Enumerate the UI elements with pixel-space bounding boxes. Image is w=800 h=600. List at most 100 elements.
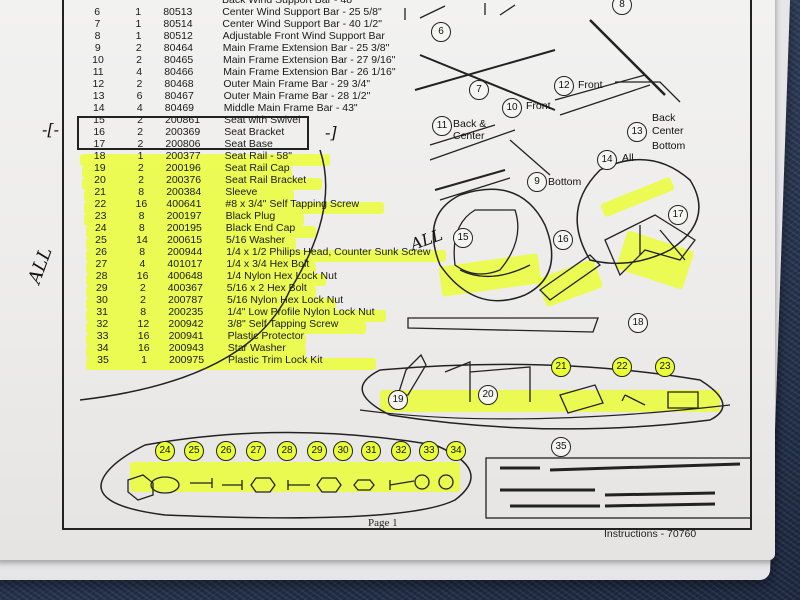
highlight-row-25 [86, 238, 296, 250]
callout-32: 32 [391, 441, 411, 461]
part-number: 200615 [167, 234, 203, 246]
part-description: Plastic Trim Lock Kit [228, 354, 323, 366]
callout-11: 11 [432, 116, 452, 136]
part-number: 80466 [164, 66, 194, 78]
callout-26: 26 [216, 441, 236, 461]
highlight-row-35 [86, 358, 376, 370]
item-number: 17 [93, 138, 106, 150]
item-number: 11 [92, 66, 104, 78]
item-number: 15 [93, 114, 105, 126]
item-number: 19 [93, 162, 106, 174]
callout-9: 9 [527, 172, 547, 192]
item-quantity: 2 [137, 126, 144, 138]
part-number: 200196 [165, 162, 201, 174]
callout-23: 23 [655, 357, 675, 377]
instructions-number: Instructions - 70760 [604, 528, 697, 540]
item-number: 22 [94, 198, 107, 210]
item-quantity: 2 [139, 282, 146, 294]
highlight-row-22 [84, 202, 384, 214]
item-quantity: 2 [138, 174, 144, 186]
part-description: Star Washer [227, 342, 286, 354]
item-quantity: 2 [137, 162, 144, 174]
item-quantity: 16 [136, 270, 149, 282]
part-number: 400641 [166, 198, 202, 210]
item-quantity: 1 [135, 18, 142, 30]
callout-28: 28 [277, 441, 297, 461]
part-description: Back Wind Support Bar - 48" [222, 0, 356, 6]
part-description: Seat Bracket [224, 126, 285, 138]
label-center-13: Center [652, 125, 684, 137]
item-number: 28 [95, 270, 108, 282]
part-number: 80514 [163, 18, 193, 30]
part-description: Main Frame Extension Bar - 27 9/16" [223, 54, 396, 66]
item-quantity: 1 [135, 30, 142, 42]
callout-7: 7 [469, 80, 489, 100]
highlight-small-hardware [130, 462, 460, 492]
callout-21: 21 [551, 357, 571, 377]
part-description: 5/16 x 2 Hex Bolt [226, 282, 307, 294]
label-front-10: Front [526, 100, 551, 112]
part-description: 1/4 x 3/4 Hex Bolt [226, 258, 310, 270]
label-back-13: Back [652, 112, 676, 124]
part-number: 80512 [163, 30, 193, 42]
callout-25: 25 [184, 441, 204, 461]
part-description: #8 x 3/4" Self Tapping Screw [225, 198, 360, 210]
part-description: Seat Rail Cap [224, 162, 290, 174]
part-description: Middle Main Frame Bar - 43" [223, 102, 358, 114]
item-number: 13 [92, 90, 105, 102]
highlight-row-21 [84, 190, 294, 202]
item-number: 10 [92, 54, 104, 66]
item-number: 21 [94, 186, 107, 198]
part-description: Adjustable Front Wind Support Bar [222, 30, 385, 42]
label-back-center-11a: Back & [453, 118, 487, 130]
item-quantity: 4 [139, 258, 146, 270]
part-number: 200975 [169, 354, 205, 366]
callout-24: 24 [155, 441, 175, 461]
part-number: 80465 [164, 54, 194, 66]
item-quantity: 2 [135, 42, 142, 54]
part-description: Outer Main Frame Bar - 29 3/4" [223, 78, 371, 90]
callout-17: 17 [668, 205, 688, 225]
item-quantity: 16 [137, 330, 150, 342]
part-description: 3/8" Self Tapping Screw [227, 318, 339, 330]
item-quantity: 8 [139, 246, 146, 258]
part-number: 200941 [168, 330, 204, 342]
part-description: Center Wind Support Bar - 25 5/8" [222, 6, 382, 18]
part-description: Center Wind Support Bar - 40 1/2" [222, 18, 382, 30]
highlight-row-29 [86, 286, 316, 298]
item-quantity: 6 [136, 90, 143, 102]
callout-12: 12 [554, 76, 574, 96]
part-description: 5/16 Washer [226, 234, 286, 246]
item-number: 33 [96, 330, 109, 342]
item-number: 7 [94, 18, 101, 30]
item-quantity: 1 [137, 150, 144, 162]
item-number: 12 [92, 78, 105, 90]
highlight-row-28 [86, 274, 326, 286]
label-front-12: Front [578, 79, 603, 91]
callout-34: 34 [446, 441, 466, 461]
highlight-hardware-row [380, 390, 720, 412]
item-quantity: 2 [140, 294, 146, 306]
highlight-row-20 [82, 178, 322, 190]
highlight-row-27 [86, 262, 316, 274]
item-quantity: 4 [136, 102, 143, 114]
part-number: 80467 [164, 90, 194, 102]
item-quantity: 16 [135, 198, 148, 210]
part-number: 200384 [166, 186, 202, 198]
item-quantity: 16 [137, 342, 150, 354]
item-number: 32 [96, 318, 109, 330]
highlight-row-18 [80, 154, 330, 166]
highlight-row-19 [82, 166, 292, 178]
part-number: 400367 [167, 282, 203, 294]
part-description: Black Plug [225, 210, 276, 222]
part-description: Seat Rail Bracket [225, 174, 307, 186]
part-number: 80513 [163, 6, 193, 18]
highlight-row-31 [86, 310, 386, 322]
item-number: 34 [96, 342, 109, 354]
part-description: Sleeve [225, 186, 258, 198]
item-number: 8 [94, 30, 101, 42]
item-number: 27 [95, 258, 108, 270]
item-quantity: 2 [137, 114, 143, 126]
item-quantity: 12 [137, 318, 150, 330]
label-bottom-13: Bottom [652, 140, 686, 152]
